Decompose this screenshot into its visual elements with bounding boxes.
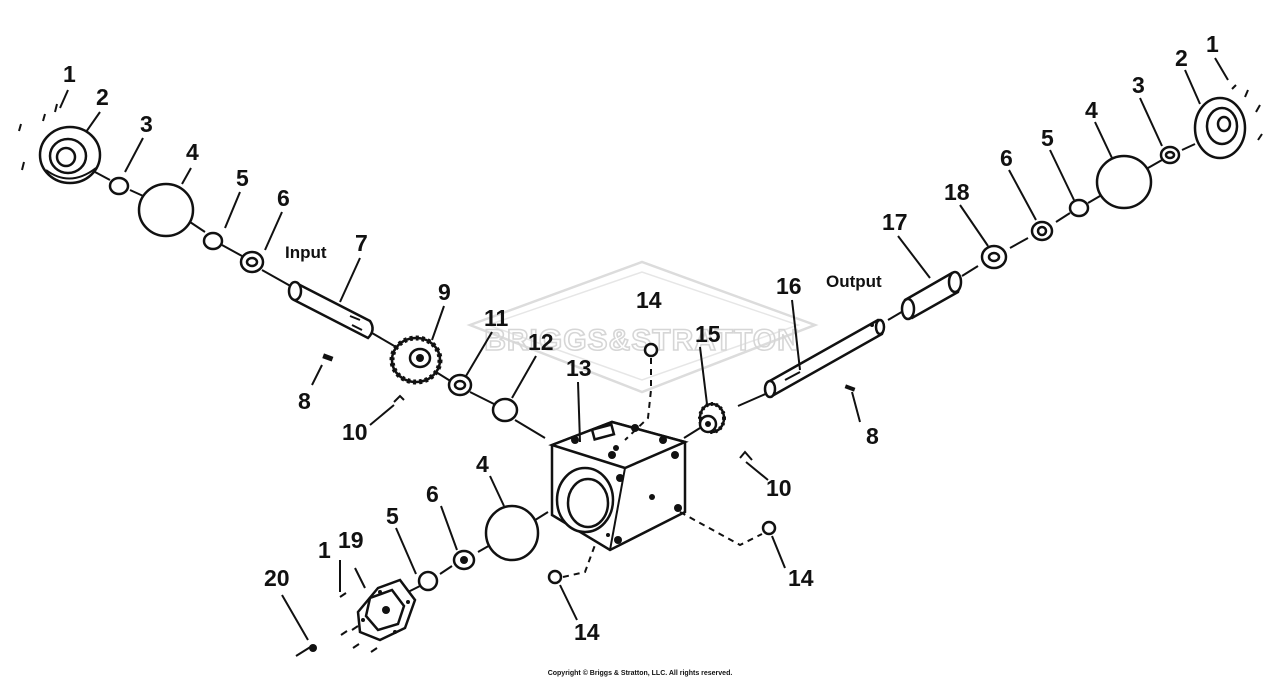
callout-20: 20 — [264, 565, 290, 591]
callout-17: 17 — [882, 209, 908, 235]
left-end-cap — [38, 125, 102, 185]
callout-14-right: 14 — [788, 565, 814, 591]
bottom-oring-5 — [417, 570, 439, 592]
callout-6-bottom: 6 — [426, 481, 439, 507]
callout-4-right: 4 — [1085, 97, 1098, 123]
right-end-cap — [1193, 96, 1247, 160]
right-gasket-4 — [1095, 154, 1153, 210]
left-oring-5 — [202, 231, 224, 251]
right-bearing-6 — [1030, 220, 1054, 242]
bolt-20 — [309, 644, 317, 652]
plug-14-top — [624, 342, 659, 441]
output-shaft-16 — [763, 318, 886, 399]
callout-3-left: 3 — [140, 111, 153, 137]
plug-14-bottom — [547, 544, 596, 585]
output-gear-15 — [698, 402, 726, 434]
callout-16: 16 — [776, 273, 802, 299]
callout-8-left: 8 — [298, 388, 311, 414]
output-label: Output — [826, 272, 882, 291]
briggs-stratton-watermark: BRIGGS&STRATTON — [466, 260, 819, 394]
left-screws — [18, 103, 58, 171]
right-oring-5 — [1068, 198, 1090, 218]
callout-1-left: 1 — [63, 61, 76, 87]
callout-4-left: 4 — [186, 139, 199, 165]
callout-11: 11 — [484, 305, 509, 331]
bottom-bearing-6 — [452, 549, 476, 571]
bottom-gasket-4 — [484, 504, 540, 562]
input-label: Input — [285, 243, 327, 262]
bearing-11 — [447, 373, 473, 397]
right-screws — [1231, 84, 1263, 141]
callout-7: 7 — [355, 230, 368, 256]
callout-10-right: 10 — [766, 475, 792, 501]
callout-6-left: 6 — [277, 185, 290, 211]
cover-screws — [339, 592, 378, 653]
callout-18: 18 — [944, 179, 970, 205]
callout-14-top: 14 — [636, 287, 662, 313]
left-gasket-4 — [137, 182, 195, 238]
callout-5-left: 5 — [236, 165, 249, 191]
callout-19: 19 — [338, 527, 364, 553]
callout-1-right: 1 — [1206, 31, 1219, 57]
pin-8-left — [322, 353, 334, 362]
callout-2-right: 2 — [1175, 45, 1188, 71]
left-washer-3 — [108, 176, 130, 196]
copyright-notice: Copyright © Briggs & Stratton, LLC. All … — [548, 669, 733, 677]
plug-14-right — [679, 511, 777, 547]
key-10-right — [739, 450, 753, 461]
callout-10-left: 10 — [342, 419, 368, 445]
right-washer-3 — [1159, 145, 1181, 165]
callout-2-left: 2 — [96, 84, 109, 110]
callout-8-right: 8 — [866, 423, 879, 449]
spacer-17 — [900, 270, 963, 321]
bearing-18 — [980, 244, 1008, 270]
callout-14-bottom: 14 — [574, 619, 600, 645]
callout-4-bottom: 4 — [476, 451, 489, 477]
callout-5-bottom: 5 — [386, 503, 399, 529]
input-shaft-7 — [287, 280, 374, 340]
callout-1-bottom: 1 — [318, 537, 331, 563]
watermark-text: BRIGGS&STRATTON — [484, 324, 800, 357]
callout-13: 13 — [566, 355, 592, 381]
callout-5-right: 5 — [1041, 125, 1054, 151]
left-bearing-6 — [239, 250, 265, 274]
seal-12 — [491, 397, 519, 423]
callout-15: 15 — [695, 321, 721, 347]
cover-plate-19 — [356, 578, 417, 642]
key-10-left — [393, 394, 405, 403]
callout-3-right: 3 — [1132, 72, 1145, 98]
callout-6-right: 6 — [1000, 145, 1013, 171]
callout-12: 12 — [528, 329, 554, 355]
leader-lines — [59, 57, 1229, 641]
input-gear-9 — [389, 335, 443, 385]
callout-9: 9 — [438, 279, 451, 305]
pin-8-right — [844, 384, 856, 392]
gear-housing-13 — [548, 420, 689, 552]
